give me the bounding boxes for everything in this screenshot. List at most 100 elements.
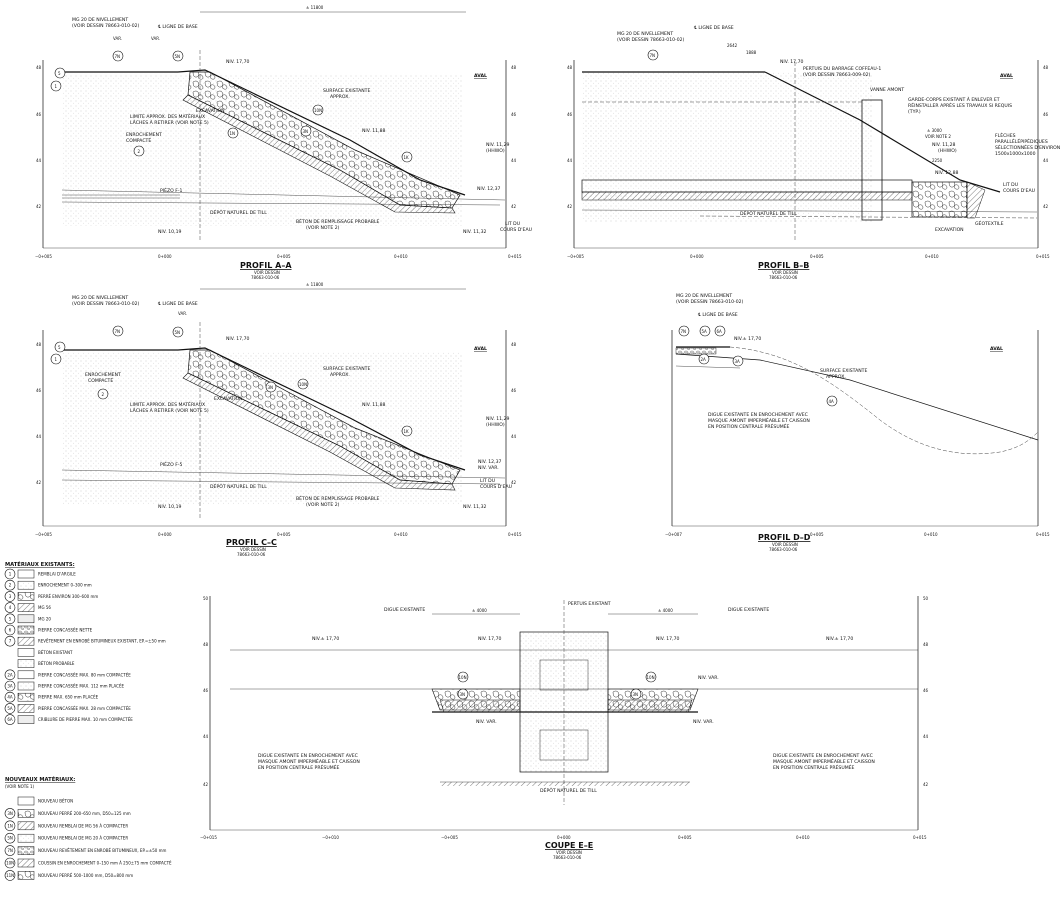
svg-text:EXCAVATION: EXCAVATION — [935, 227, 964, 233]
svg-text:NIV. 11,32: NIV. 11,32 — [463, 229, 486, 235]
svg-text:0+005: 0+005 — [810, 532, 824, 537]
svg-text:NIV. 12,37: NIV. 12,37 — [477, 186, 500, 192]
svg-text:−0+015: −0+015 — [200, 835, 217, 840]
svg-text:44: 44 — [36, 434, 42, 439]
legend-item: BÉTON PROBABLE — [17, 659, 75, 668]
svg-text:NIV. 12,37: NIV. 12,37 — [478, 459, 501, 465]
svg-text:NIV. VAR.: NIV. VAR. — [698, 675, 719, 681]
legend-text: BÉTON PROBABLE — [38, 661, 75, 666]
svg-text:0+005: 0+005 — [277, 254, 291, 259]
svg-text:10N: 10N — [459, 675, 467, 680]
svg-text:0+000: 0+000 — [557, 835, 571, 840]
svg-text:4A: 4A — [829, 399, 835, 404]
svg-text:FLÈCHES: FLÈCHES — [995, 131, 1016, 139]
legend-swatch — [17, 603, 35, 612]
svg-text:48: 48 — [923, 642, 929, 647]
legend-text: REVÊTEMENT EN ENROBÉ BITUMINEUX EXISTANT… — [38, 639, 166, 644]
svg-text:0+015: 0+015 — [913, 835, 927, 840]
svg-text:0+015: 0+015 — [508, 532, 522, 537]
svg-text:VAR.: VAR. — [113, 36, 122, 41]
svg-text:PERTUIS DU BARRAGE COFFEAU-1: PERTUIS DU BARRAGE COFFEAU-1 — [803, 66, 881, 72]
svg-text:NIV. 17,70: NIV. 17,70 — [656, 636, 679, 642]
legend-tag: 11N — [6, 873, 14, 878]
svg-text:5N: 5N — [175, 54, 181, 59]
legend-text: NOUVEAU PERRÉ 200–650 mm, D50=125 mm — [38, 811, 131, 816]
legend-swatch — [17, 871, 35, 880]
svg-text:DIGUE EXISTANTE EN ENROCHEMENT: DIGUE EXISTANTE EN ENROCHEMENT AVEC — [773, 753, 873, 759]
svg-text:2250: 2250 — [932, 158, 943, 163]
svg-text:46: 46 — [36, 388, 42, 393]
svg-text:42: 42 — [567, 204, 573, 209]
legend-tag: 1N — [7, 823, 13, 828]
svg-text:78663-010-06: 78663-010-06 — [237, 552, 266, 557]
svg-text:± 11800: ± 11800 — [306, 5, 324, 10]
legend-tag: 5 — [9, 616, 12, 621]
legend-swatch — [17, 625, 35, 635]
svg-text:DÉPÔT NATUREL DE TILL: DÉPÔT NATUREL DE TILL — [740, 209, 797, 217]
svg-text:0+010: 0+010 — [796, 835, 810, 840]
svg-text:ENROCHEMENT: ENROCHEMENT — [85, 372, 121, 378]
svg-text:3N: 3N — [303, 129, 309, 134]
svg-text:3N: 3N — [633, 692, 639, 697]
legend-tag-circle — [4, 579, 16, 591]
svg-text:48: 48 — [36, 65, 42, 70]
legend-swatch — [17, 659, 35, 668]
svg-text:3N: 3N — [460, 692, 466, 697]
svg-text:42: 42 — [203, 782, 209, 787]
profil-c-c: 5 1 7N 5N 3N 10N 1K 2 MG 20 DE NIVELLEME… — [35, 282, 522, 557]
legend-swatch — [17, 715, 35, 724]
svg-text:48: 48 — [203, 642, 209, 647]
legend-tag: 6 — [9, 628, 12, 633]
svg-text:44: 44 — [1043, 158, 1049, 163]
svg-text:(VOIR DESSIN 78663-010-02): (VOIR DESSIN 78663-010-02) — [617, 37, 685, 43]
svg-text:(HHWO): (HHWO) — [486, 422, 505, 428]
svg-text:44: 44 — [203, 734, 209, 739]
svg-text:AVAL: AVAL — [474, 346, 487, 352]
svg-text:10N: 10N — [647, 675, 655, 680]
legend-text: NOUVEAU REMBLAI DE MG 56 À COMPACTER — [38, 823, 128, 828]
svg-text:DIGUE EXISTANTE: DIGUE EXISTANTE — [384, 607, 425, 613]
svg-text:48: 48 — [1043, 65, 1049, 70]
svg-text:3N: 3N — [268, 385, 274, 390]
svg-text:5: 5 — [58, 345, 61, 350]
svg-text:(HHWO): (HHWO) — [938, 148, 957, 154]
legend-tag: 10N — [6, 861, 14, 866]
legend-swatch — [17, 704, 35, 713]
svg-text:MASQUE AMONT IMPERMÉABLE ET CA: MASQUE AMONT IMPERMÉABLE ET CAISSON — [258, 757, 360, 765]
svg-text:NIV.± 17,70: NIV.± 17,70 — [734, 336, 761, 342]
svg-text:0+005: 0+005 — [277, 532, 291, 537]
legend-text: CRIBLURE DE PIERRE MAX. 10 mm COMPACTÉE — [38, 717, 133, 722]
legend-text: PIERRE CONCASSÉE NETTE — [38, 628, 93, 633]
svg-text:LIT DU: LIT DU — [1003, 182, 1018, 188]
legend-new-title: NOUVEAUX MATÉRIAUX: — [5, 775, 75, 783]
legend-text: PIERRE CONCASSÉE MAX. 28 mm COMPACTÉE — [38, 706, 131, 711]
svg-text:SURFACE EXISTANTE: SURFACE EXISTANTE — [323, 88, 370, 94]
legend-tag-circle — [4, 568, 16, 580]
legend-item: 6A CRIBLURE DE PIERRE MAX. 10 mm COMPACTÉ… — [4, 714, 133, 725]
legend-swatch — [17, 681, 35, 691]
svg-text:5: 5 — [58, 71, 61, 76]
svg-text:0+010: 0+010 — [924, 532, 938, 537]
legend-swatch — [17, 809, 35, 818]
svg-text:0+015: 0+015 — [508, 254, 522, 259]
svg-text:46: 46 — [567, 112, 573, 117]
svg-text:0+010: 0+010 — [925, 254, 939, 259]
svg-text:(VOIR DESSIN 78663-010-02): (VOIR DESSIN 78663-010-02) — [676, 299, 744, 305]
svg-text:0+005: 0+005 — [678, 835, 692, 840]
svg-text:EN POSITION CENTRALE PRÉSUMÉE: EN POSITION CENTRALE PRÉSUMÉE — [773, 763, 855, 771]
legend-tag-circle — [4, 624, 16, 636]
legend-swatch — [17, 648, 35, 657]
svg-text:℄ LIGNE DE BASE: ℄ LIGNE DE BASE — [158, 24, 198, 30]
svg-text:7N: 7N — [115, 329, 121, 334]
svg-text:± 4000: ± 4000 — [658, 608, 673, 613]
legend-tag: 6A — [7, 717, 13, 722]
svg-text:1K: 1K — [404, 429, 410, 434]
svg-text:RÉINSTALLER APRÈS LES TRAVAUX: RÉINSTALLER APRÈS LES TRAVAUX SI REQUIS — [908, 101, 1012, 109]
